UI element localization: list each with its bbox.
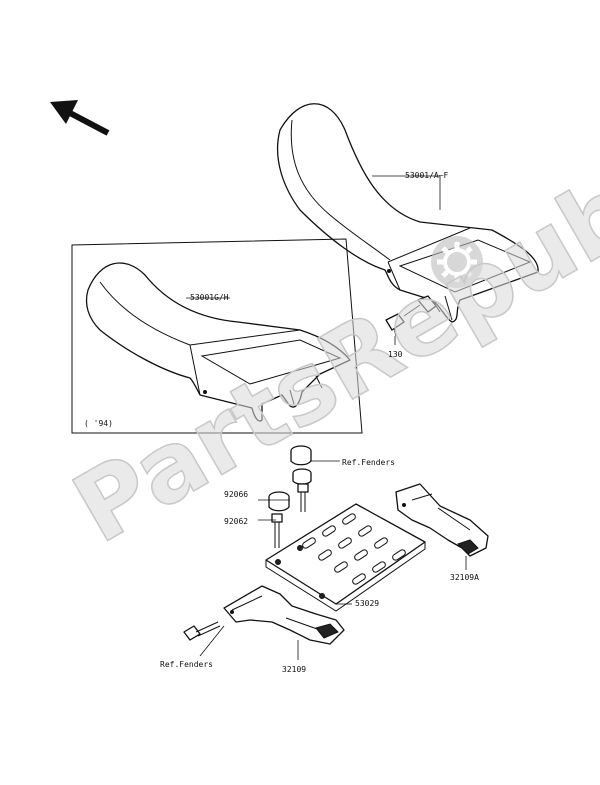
- bracket-32109[interactable]: [223, 585, 345, 660]
- bolt-fenders-bottom[interactable]: [183, 621, 221, 641]
- label-ref-fenders-bottom: Ref.Fenders: [160, 660, 213, 669]
- label-bolt-92062: 92062: [224, 517, 248, 526]
- bracket-32109a[interactable]: [395, 483, 489, 570]
- leader-lines: [186, 175, 441, 657]
- part-labels: 53001/A~F 53001G/H 130 ( '94) Ref.Fender…: [84, 171, 479, 674]
- inset-box: [71, 238, 363, 434]
- label-cap-92066: 92066: [224, 490, 248, 499]
- rubber-cap-top: [290, 445, 312, 466]
- label-carrier-53029: 53029: [355, 599, 379, 608]
- label-bracket-32109a: 32109A: [450, 573, 479, 582]
- label-bracket-32109: 32109: [282, 665, 306, 674]
- label-seat-inset: 53001G/H: [190, 293, 229, 302]
- bolt-130[interactable]: [385, 313, 405, 345]
- rubber-cap-right: [292, 468, 312, 485]
- label-ref-fenders-top: Ref.Fenders: [342, 458, 395, 467]
- bolt-right: [297, 483, 309, 512]
- label-inset-year: ( '94): [84, 419, 113, 428]
- seat-clip: [403, 295, 437, 317]
- label-seat-main: 53001/A~F: [405, 171, 449, 180]
- carrier-plate-53029[interactable]: [265, 503, 426, 612]
- rubber-cap-92066[interactable]: [268, 491, 290, 512]
- inset-seat[interactable]: [85, 262, 351, 422]
- gear-icon: [431, 236, 483, 288]
- arrow-up-left-icon: [50, 100, 110, 136]
- label-bolt-130: 130: [388, 350, 403, 359]
- bolt-92062[interactable]: [271, 513, 283, 548]
